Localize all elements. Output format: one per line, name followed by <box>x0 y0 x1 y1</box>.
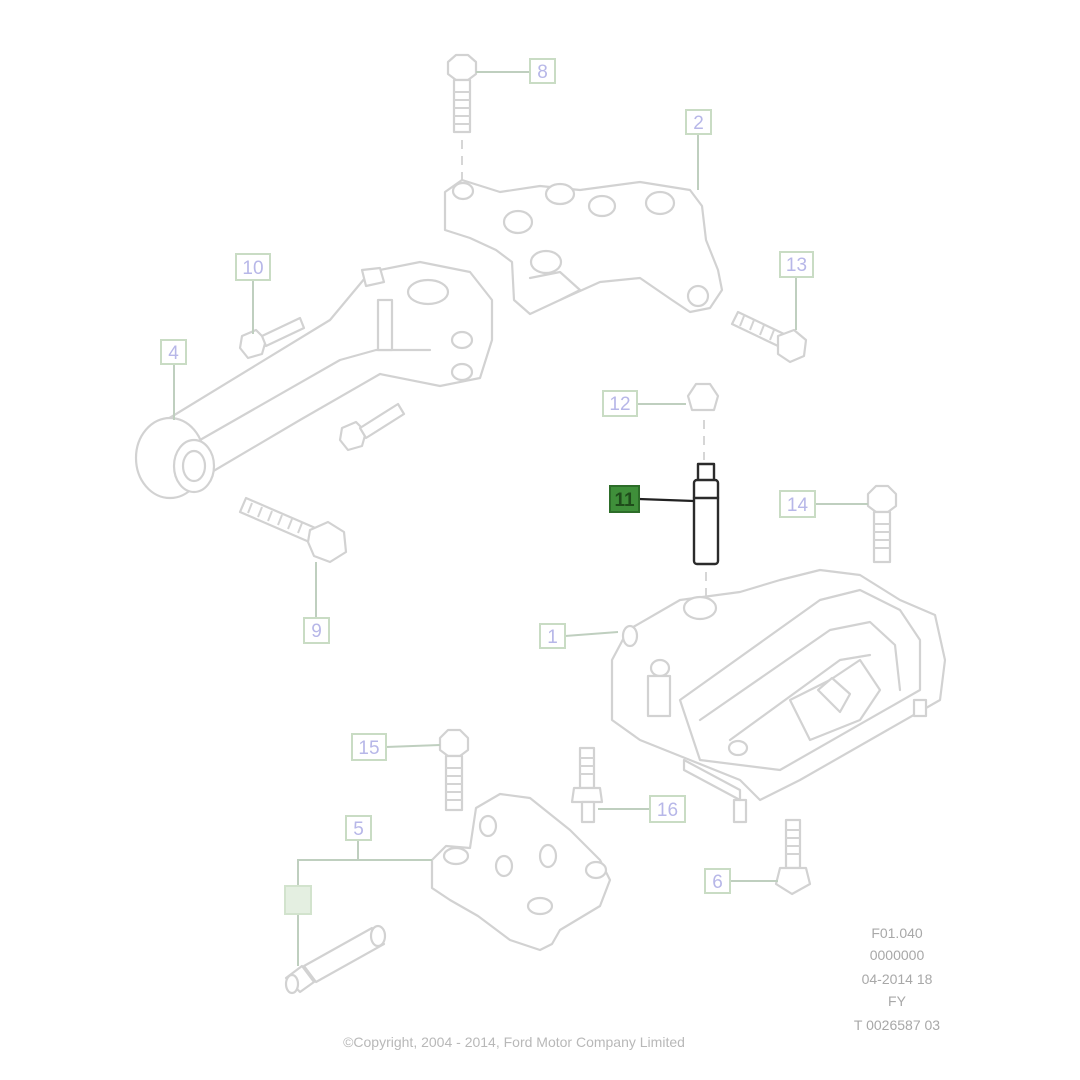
svg-text:9: 9 <box>311 621 322 642</box>
svg-text:4: 4 <box>168 343 179 364</box>
svg-text:5: 5 <box>353 819 364 840</box>
svg-text:6: 6 <box>712 872 723 893</box>
bolt-13-drawing <box>730 310 808 364</box>
lower-stud-drawing <box>284 924 387 995</box>
callout-9[interactable]: 9 <box>303 617 330 644</box>
torque-arm-4-drawing <box>134 260 494 500</box>
callout-2[interactable]: 2 <box>685 109 712 135</box>
svg-text:11: 11 <box>614 490 635 511</box>
svg-text:13: 13 <box>786 255 807 276</box>
svg-text:2: 2 <box>693 113 704 134</box>
callout-12[interactable]: 12 <box>602 390 638 417</box>
reference-line-2: 0000000 <box>870 947 925 963</box>
reference-code-block: F01.040 0000000 04-2014 18 FY T 0026587 … <box>854 925 940 1033</box>
upper-bracket-2-drawing <box>443 178 724 316</box>
bolt-9-drawing <box>238 496 348 564</box>
reference-line-4: FY <box>888 993 907 1009</box>
callout-1[interactable]: 1 <box>539 623 566 649</box>
callout-14[interactable]: 14 <box>779 490 816 518</box>
engine-mount-1-drawing <box>610 568 947 824</box>
callout-15[interactable]: 15 <box>351 733 387 761</box>
bolt-8-drawing <box>446 53 478 134</box>
svg-text:10: 10 <box>242 258 263 279</box>
svg-text:12: 12 <box>609 394 630 415</box>
svg-text:15: 15 <box>358 738 379 759</box>
callout-4[interactable]: 4 <box>160 339 187 365</box>
bolt-6-drawing <box>774 818 812 896</box>
lower-bracket-5-drawing <box>430 792 612 952</box>
svg-text:16: 16 <box>657 800 678 821</box>
stud-16-drawing <box>570 746 604 824</box>
leader-lines <box>173 71 868 966</box>
reference-line-5: T 0026587 03 <box>854 1017 940 1033</box>
callout-16[interactable]: 16 <box>649 795 686 823</box>
callout-blank[interactable] <box>284 885 312 915</box>
bolt-arm-drawing <box>338 402 406 452</box>
callout-11[interactable]: 11 <box>609 485 640 513</box>
callout-6[interactable]: 6 <box>704 868 731 894</box>
svg-text:8: 8 <box>537 62 548 83</box>
callout-13[interactable]: 13 <box>779 251 814 278</box>
bolt-15-drawing <box>438 728 470 812</box>
reference-line-3: 04-2014 18 <box>862 971 933 987</box>
reference-line-1: F01.040 <box>871 925 923 941</box>
callout-10[interactable]: 10 <box>235 253 271 281</box>
bolt-14-drawing <box>866 484 898 564</box>
svg-text:14: 14 <box>787 495 809 516</box>
copyright-notice: ©Copyright, 2004 - 2014, Ford Motor Comp… <box>343 1034 685 1050</box>
bolt-10-drawing <box>238 316 306 360</box>
svg-text:1: 1 <box>547 627 558 648</box>
callout-8[interactable]: 8 <box>529 58 556 84</box>
callout-5[interactable]: 5 <box>345 815 372 841</box>
nut-12-drawing <box>686 382 720 412</box>
stud-11-drawing <box>692 462 720 566</box>
